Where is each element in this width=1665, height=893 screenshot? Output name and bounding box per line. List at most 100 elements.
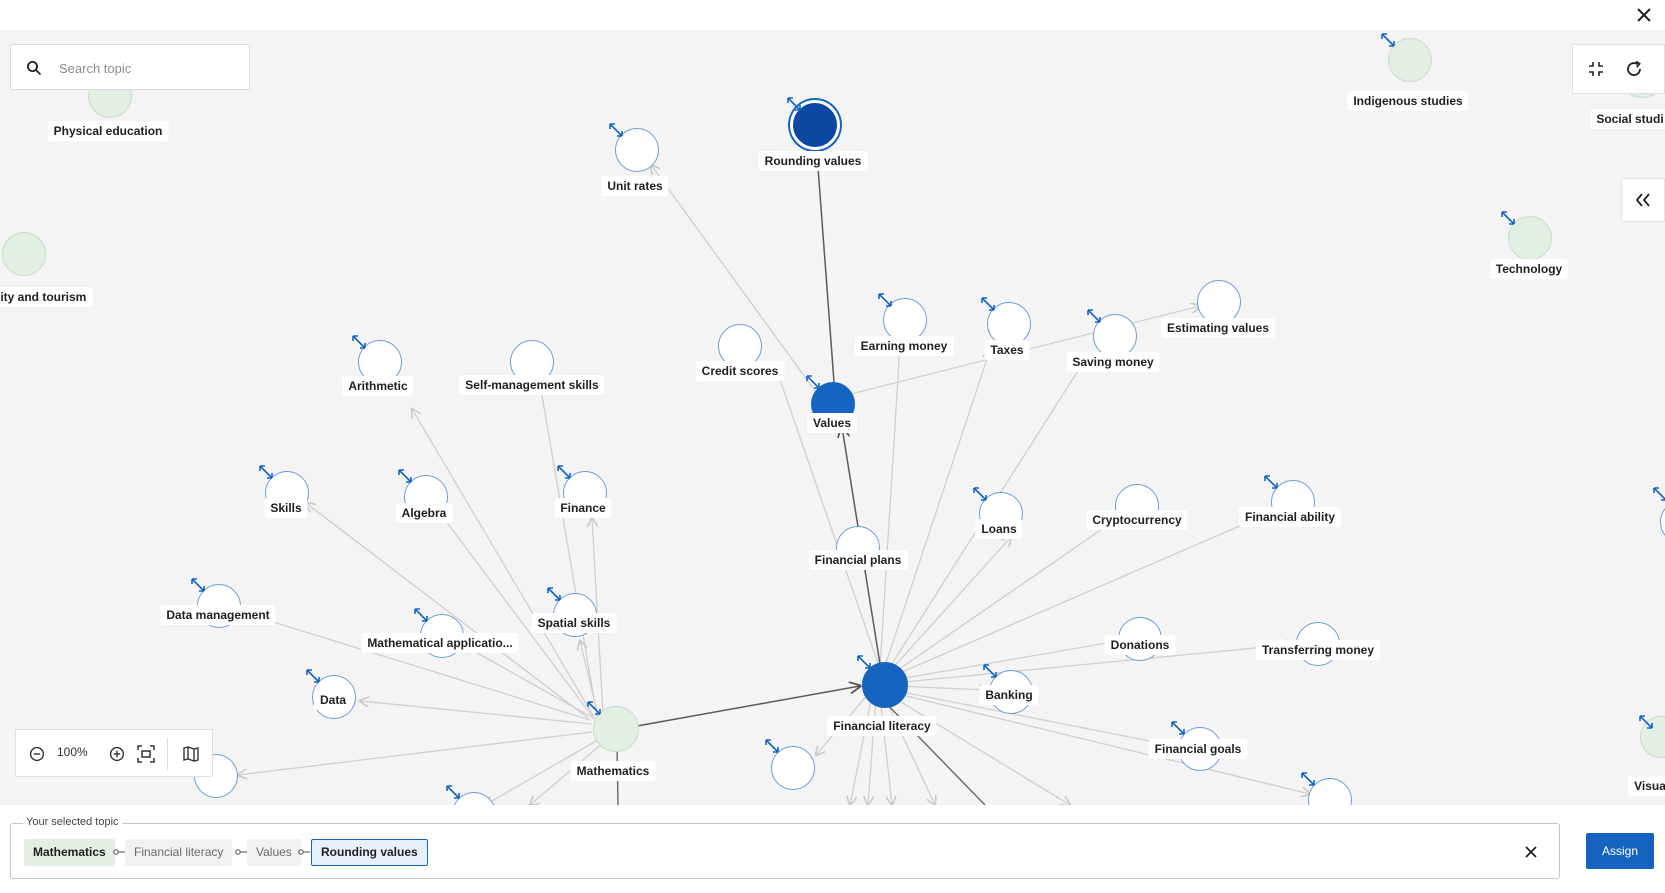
- expand-icon[interactable]: [1500, 210, 1516, 226]
- expand-icon[interactable]: [1263, 474, 1279, 490]
- node-indigenous-studies[interactable]: [1388, 38, 1432, 82]
- label-estimating-values: Estimating values: [1160, 318, 1276, 338]
- expand-icon[interactable]: [351, 334, 367, 350]
- double-chevron-left-icon: [1635, 193, 1650, 207]
- label-technology: Technology: [1489, 259, 1569, 279]
- label-arithmetic: Arithmetic: [342, 376, 414, 396]
- label-taxes: Taxes: [984, 340, 1030, 360]
- graph-canvas[interactable]: Physical education Indigenous studies So…: [0, 30, 1665, 805]
- expand-icon[interactable]: [972, 486, 988, 502]
- top-bar: [0, 0, 1665, 30]
- label-mathematical-applications: Mathematical applicatio...: [361, 633, 519, 653]
- node-technology[interactable]: [1508, 216, 1552, 260]
- expand-icon[interactable]: [1170, 720, 1186, 736]
- selection-bar: Your selected topic Mathematics Financia…: [0, 805, 1665, 893]
- label-financial-plans: Financial plans: [808, 550, 908, 570]
- label-loans: Loans: [975, 519, 1023, 539]
- label-rounding-values: Rounding values: [758, 151, 868, 171]
- expand-icon[interactable]: [764, 738, 780, 754]
- expand-icon[interactable]: [258, 464, 274, 480]
- label-earning-money: Earning money: [854, 336, 954, 356]
- expand-icon[interactable]: [1652, 486, 1665, 502]
- zoom-out-icon[interactable]: [29, 746, 45, 762]
- node-partial-b[interactable]: [771, 746, 815, 790]
- label-cryptocurrency: Cryptocurrency: [1086, 510, 1188, 530]
- expand-icon[interactable]: [608, 122, 624, 138]
- expand-icon[interactable]: [190, 577, 206, 593]
- expand-icon[interactable]: [1638, 714, 1654, 730]
- expand-icon[interactable]: [1380, 32, 1396, 48]
- clear-selection-icon[interactable]: [1521, 842, 1541, 862]
- node-hospitality-tourism[interactable]: [2, 232, 46, 276]
- label-data-management: Data management: [160, 605, 276, 625]
- search-icon: [27, 61, 42, 76]
- label-unit-rates: Unit rates: [601, 176, 669, 196]
- expand-icon[interactable]: [445, 784, 461, 800]
- link-icon: [298, 849, 310, 855]
- expand-icon[interactable]: [856, 654, 872, 670]
- close-icon[interactable]: [1633, 4, 1655, 26]
- fit-view-icon[interactable]: [136, 744, 156, 764]
- map-icon[interactable]: [182, 745, 200, 763]
- zoom-toolbar: 100%: [15, 729, 213, 777]
- expand-icon[interactable]: [556, 464, 572, 480]
- label-finance: Finance: [554, 498, 612, 518]
- expand-icon[interactable]: [586, 700, 602, 716]
- zoom-in-icon[interactable]: [109, 746, 125, 762]
- label-financial-goals: Financial goals: [1148, 739, 1248, 759]
- expand-icon[interactable]: [1086, 308, 1102, 324]
- expand-icon[interactable]: [546, 586, 562, 602]
- search-box[interactable]: [10, 44, 250, 90]
- expand-icon[interactable]: [786, 96, 802, 112]
- expand-panel-button[interactable]: [1621, 178, 1665, 222]
- selected-topic-legend: Your selected topic: [23, 816, 122, 828]
- label-physical-education: Physical education: [47, 121, 169, 141]
- expand-icon[interactable]: [413, 607, 429, 623]
- expand-icon[interactable]: [877, 292, 893, 308]
- path-chip-values[interactable]: Values: [247, 839, 301, 866]
- label-financial-ability: Financial ability: [1238, 507, 1342, 527]
- node-credit-scores[interactable]: [718, 324, 762, 368]
- graph-edges: [0, 30, 1665, 805]
- node-rounding-values[interactable]: [790, 100, 840, 150]
- refresh-icon[interactable]: [1623, 58, 1645, 80]
- label-credit-scores: Credit scores: [695, 361, 785, 381]
- label-transferring-money: Transferring money: [1255, 640, 1381, 660]
- expand-icon[interactable]: [397, 468, 413, 484]
- label-spatial-skills: Spatial skills: [531, 613, 617, 633]
- expand-icon[interactable]: [1300, 771, 1316, 787]
- node-unit-rates[interactable]: [615, 128, 659, 172]
- label-saving-money: Saving money: [1066, 352, 1160, 372]
- expand-icon[interactable]: [982, 663, 998, 679]
- expand-icon[interactable]: [305, 668, 321, 684]
- link-icon: [113, 849, 125, 855]
- label-data: Data: [313, 690, 353, 710]
- path-chip-rounding-values[interactable]: Rounding values: [311, 839, 428, 866]
- label-financial-literacy: Financial literacy: [827, 716, 937, 736]
- node-estimating-values[interactable]: [1197, 280, 1241, 324]
- view-toolbar: [1572, 44, 1665, 94]
- label-values: Values: [806, 413, 858, 433]
- label-algebra: Algebra: [395, 503, 453, 523]
- label-donations: Donations: [1104, 635, 1176, 655]
- node-financial-literacy[interactable]: [862, 662, 908, 708]
- label-mathematics: Mathematics: [570, 761, 656, 781]
- zoom-level: 100%: [57, 745, 88, 759]
- expand-icon[interactable]: [805, 374, 821, 390]
- selected-topic-field: Your selected topic Mathematics Financia…: [10, 816, 1560, 879]
- label-banking: Banking: [979, 685, 1039, 705]
- path-chip-mathematics[interactable]: Mathematics: [24, 839, 115, 866]
- assign-button[interactable]: Assign: [1586, 833, 1654, 869]
- label-self-management-skills: Self-management skills: [459, 375, 605, 395]
- expand-icon[interactable]: [980, 296, 996, 312]
- search-input[interactable]: [57, 57, 241, 79]
- zoom-toolbar-divider: [167, 738, 168, 770]
- label-visual: Visua: [1628, 776, 1665, 796]
- label-hospitality-tourism: ility and tourism: [0, 287, 93, 307]
- link-icon: [235, 849, 247, 855]
- label-skills: Skills: [264, 498, 308, 518]
- path-chip-financial-literacy[interactable]: Financial literacy: [125, 839, 233, 866]
- label-indigenous-studies: Indigenous studies: [1347, 91, 1469, 111]
- label-social-studies: Social studi: [1590, 109, 1665, 129]
- exit-fullscreen-icon[interactable]: [1585, 58, 1607, 80]
